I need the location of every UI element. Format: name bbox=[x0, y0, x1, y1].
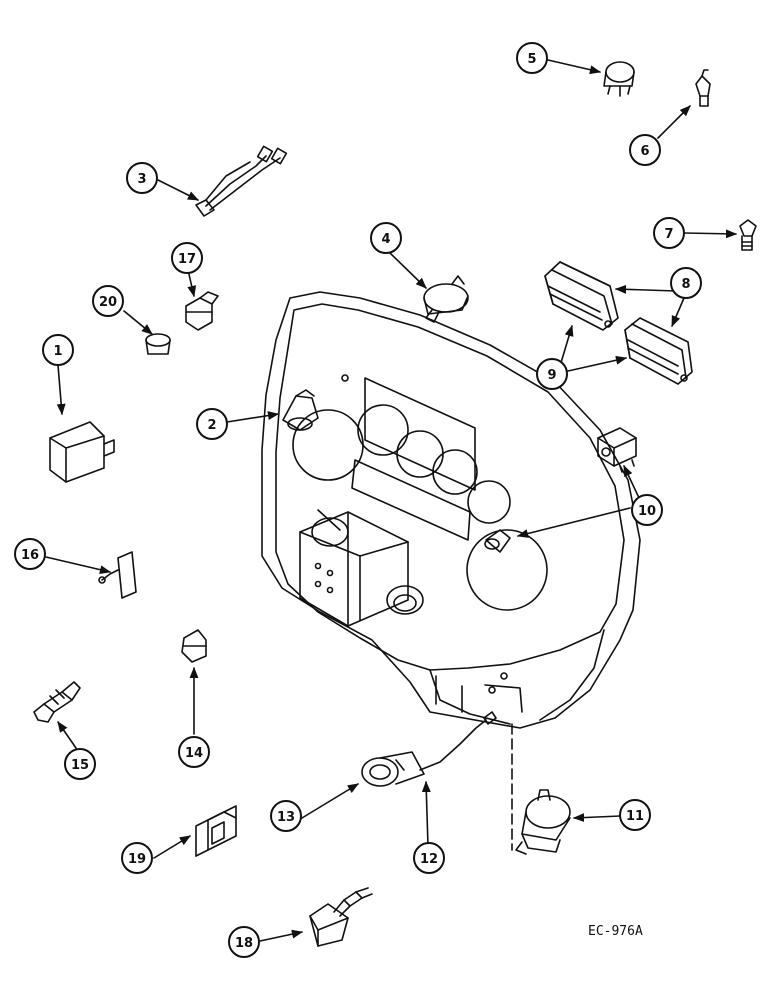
callout-10: 10 bbox=[631, 494, 663, 526]
temperature-sender-part bbox=[739, 219, 757, 251]
callout-circle bbox=[413, 842, 445, 874]
callout-circle bbox=[171, 242, 203, 274]
callout-number: 19 bbox=[128, 852, 146, 867]
callout-circle bbox=[370, 222, 402, 254]
stop-light-switch-part bbox=[33, 681, 81, 723]
callout-number: 16 bbox=[21, 548, 39, 563]
callout-circle bbox=[228, 926, 260, 958]
callout-circle bbox=[670, 267, 702, 299]
drawing-reference-code: EC-976A bbox=[588, 924, 643, 939]
callout-circle bbox=[14, 538, 46, 570]
callout-circle bbox=[196, 408, 228, 440]
callout-7: 7 bbox=[653, 217, 685, 249]
callout-number: 18 bbox=[235, 936, 253, 951]
callout-9: 9 bbox=[536, 358, 568, 390]
warning-lamp-part bbox=[282, 389, 319, 431]
callout-19: 19 bbox=[121, 842, 153, 874]
callout-number: 1 bbox=[53, 344, 62, 359]
callout-8: 8 bbox=[670, 267, 702, 299]
callout-circle bbox=[178, 736, 210, 768]
callout-20: 20 bbox=[92, 285, 124, 317]
bulb-socket-part bbox=[181, 629, 207, 663]
callout-15: 15 bbox=[64, 748, 96, 780]
callout-number: 2 bbox=[207, 418, 216, 433]
rocker-switch-part bbox=[195, 805, 237, 857]
callout-number: 3 bbox=[137, 172, 146, 187]
callout-3: 3 bbox=[126, 162, 158, 194]
callout-number: 11 bbox=[626, 809, 644, 824]
callout-number: 15 bbox=[71, 758, 89, 773]
bulb-holder-part bbox=[484, 427, 637, 553]
callout-number: 12 bbox=[420, 852, 438, 867]
callout-6: 6 bbox=[629, 134, 661, 166]
callout-circle bbox=[270, 800, 302, 832]
wiring-harness-part bbox=[195, 145, 288, 217]
callout-2: 2 bbox=[196, 408, 228, 440]
leader-lines bbox=[45, 59, 738, 942]
callout-number: 20 bbox=[99, 295, 117, 310]
callout-16: 16 bbox=[14, 538, 46, 570]
callout-13: 13 bbox=[270, 800, 302, 832]
relay-part bbox=[49, 421, 115, 483]
callout-number: 17 bbox=[178, 252, 196, 267]
instrument-panel-housing bbox=[261, 291, 641, 729]
callout-circle bbox=[42, 334, 74, 366]
sender-unit-part bbox=[423, 275, 469, 323]
callout-number: 10 bbox=[638, 504, 656, 519]
callout-circle bbox=[516, 42, 548, 74]
toggle-switch-part bbox=[98, 551, 137, 599]
cable-part bbox=[419, 711, 497, 771]
pressure-switch-part bbox=[603, 61, 635, 97]
callout-circle bbox=[536, 358, 568, 390]
callout-number: 9 bbox=[547, 368, 556, 383]
callout-11: 11 bbox=[619, 799, 651, 831]
callout-14: 14 bbox=[178, 736, 210, 768]
callout-18: 18 bbox=[228, 926, 260, 958]
lamp-holder-part bbox=[185, 291, 219, 331]
callout-number: 4 bbox=[381, 232, 390, 247]
callout-number: 5 bbox=[527, 52, 536, 67]
callout-circle bbox=[619, 799, 651, 831]
callout-number: 6 bbox=[640, 144, 649, 159]
switch-assembly-part bbox=[309, 887, 373, 947]
flasher-module-lower-part bbox=[624, 317, 693, 385]
callout-number: 8 bbox=[681, 277, 690, 292]
flasher-module-upper-part bbox=[544, 261, 619, 331]
ignition-switch-part bbox=[515, 789, 571, 855]
callout-circle bbox=[629, 134, 661, 166]
callout-1: 1 bbox=[42, 334, 74, 366]
callout-17: 17 bbox=[171, 242, 203, 274]
callout-4: 4 bbox=[370, 222, 402, 254]
callout-circle bbox=[121, 842, 153, 874]
callout-circle bbox=[631, 494, 663, 526]
callout-5: 5 bbox=[516, 42, 548, 74]
callout-circle bbox=[653, 217, 685, 249]
callout-number: 7 bbox=[664, 227, 673, 242]
sensor-part bbox=[695, 69, 711, 107]
lighter-socket-part bbox=[361, 751, 425, 787]
callout-circle bbox=[126, 162, 158, 194]
callout-number: 14 bbox=[185, 746, 203, 761]
callout-number: 13 bbox=[277, 810, 295, 825]
callout-circle bbox=[92, 285, 124, 317]
callout-circle bbox=[64, 748, 96, 780]
cap-part bbox=[145, 333, 171, 355]
callout-12: 12 bbox=[413, 842, 445, 874]
